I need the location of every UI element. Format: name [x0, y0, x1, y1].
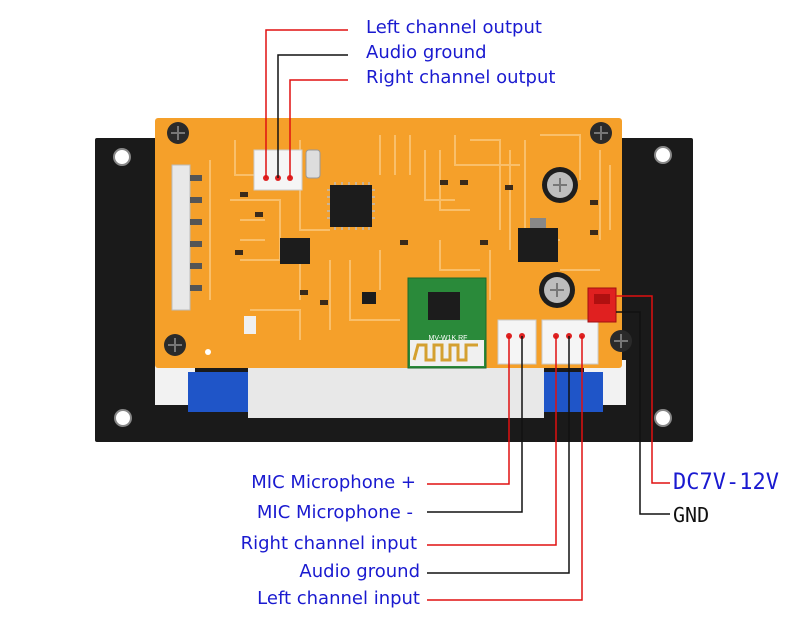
label-audio-ground-top: Audio ground [366, 42, 487, 63]
crystal [305, 149, 321, 179]
label-left-channel-input: Left channel input [257, 588, 420, 609]
module-marking: MV-W1K RF [429, 335, 468, 342]
amp-chip [280, 238, 310, 264]
line-in-connector [541, 319, 599, 365]
label-mic-plus: MIC Microphone + [251, 472, 416, 493]
label-right-channel-input: Right channel input [240, 533, 417, 554]
panel-mount-holes [113, 146, 672, 427]
smd-parts [235, 180, 598, 305]
header-pins [190, 175, 202, 291]
label-power-input: DC7V-12V [673, 470, 779, 495]
small-chip [362, 292, 376, 304]
regulator [518, 228, 558, 262]
board-screws [164, 122, 632, 356]
label-left-channel-output: Left channel output [366, 17, 542, 38]
side-header [171, 164, 191, 311]
main-chip-pins [327, 182, 375, 230]
power-connector [587, 287, 617, 323]
leader-lines [265, 29, 670, 601]
bluetooth-chip [428, 292, 460, 320]
label-gnd: GND [673, 503, 710, 527]
label-audio-ground-bottom: Audio ground [299, 561, 420, 582]
spacer-block-right [543, 372, 603, 412]
label-mic-minus: MIC Microphone - [256, 502, 413, 523]
capacitor-top [542, 167, 578, 203]
mic-connector [497, 319, 537, 365]
capacitor-bottom [539, 272, 575, 308]
main-chip [330, 185, 372, 227]
display-window [248, 368, 544, 418]
spacer-block-left [188, 372, 248, 412]
regulator-tab [530, 218, 546, 228]
label-right-channel-output: Right channel output [366, 67, 556, 88]
antenna-trace [412, 343, 478, 362]
